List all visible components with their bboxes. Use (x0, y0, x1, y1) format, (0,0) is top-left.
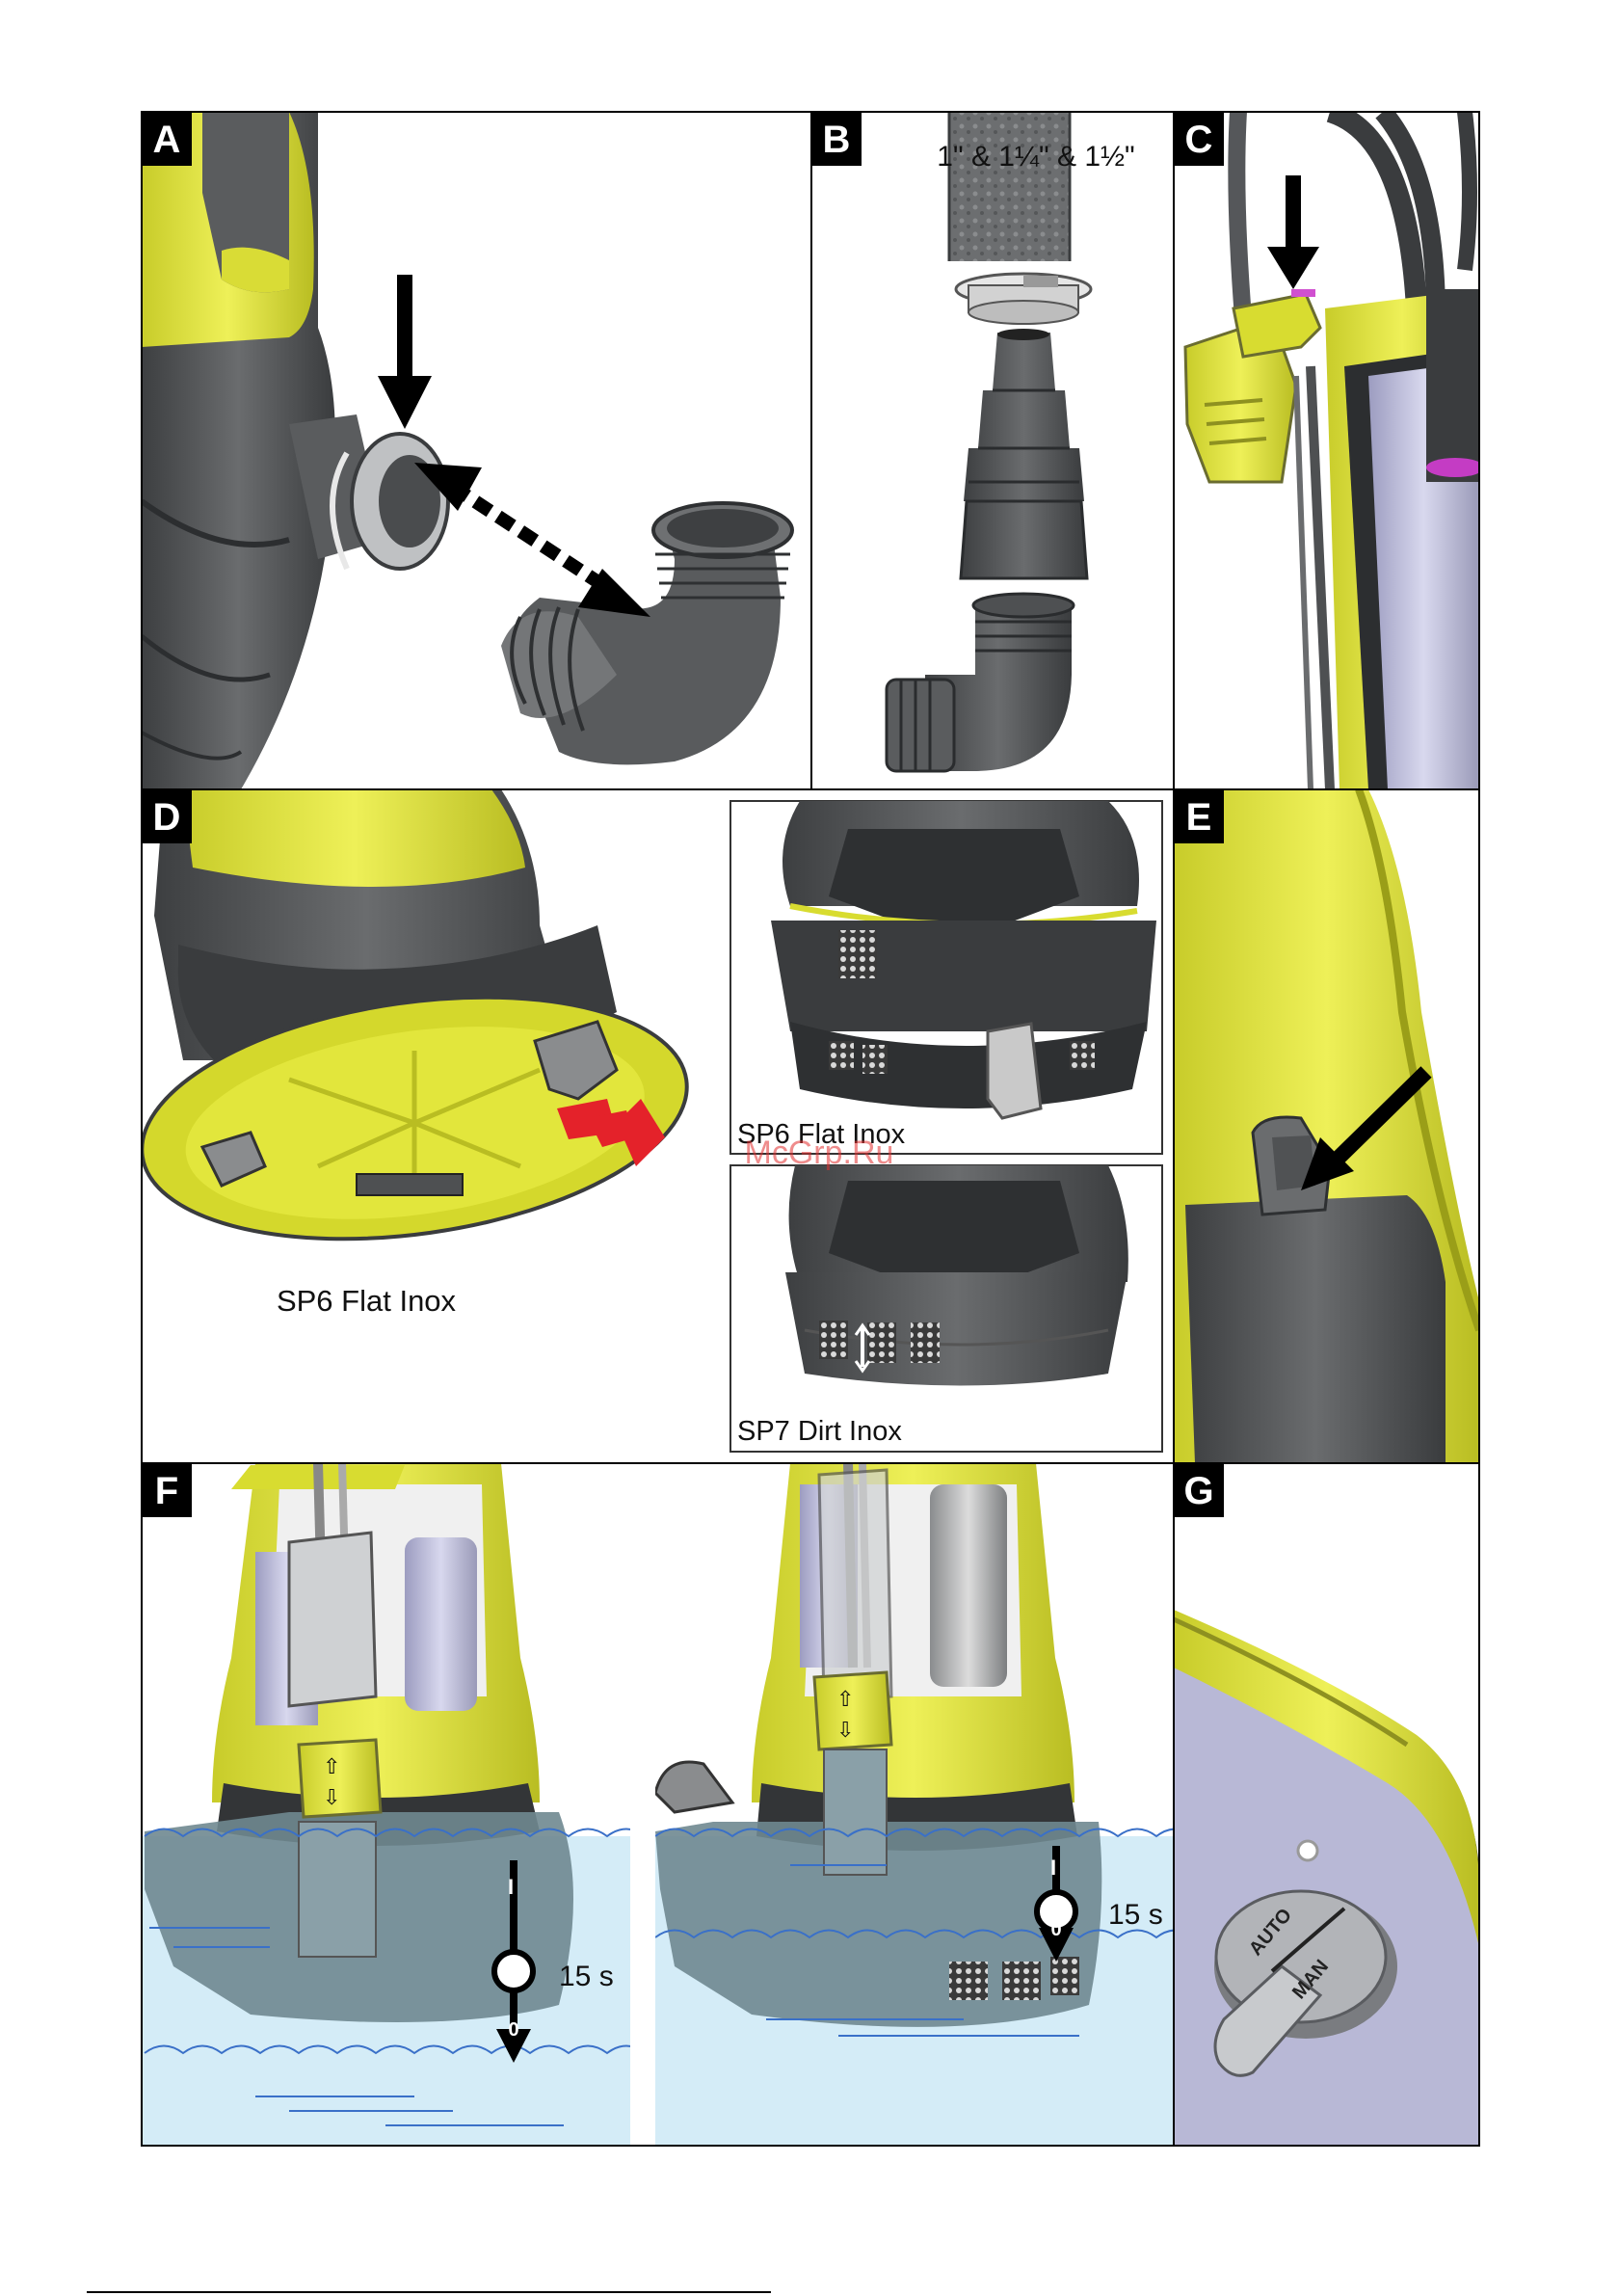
right-switch-off: 0 (1050, 1919, 1061, 1940)
left-float-arrows-icon: ⇧ (323, 1754, 340, 1778)
panel-a: A (142, 112, 811, 789)
panel-e: E (1174, 789, 1479, 1463)
panel-a-letter: A (153, 119, 181, 161)
panel-d-letter: D (153, 796, 181, 839)
panel-d-main-caption: SP6 Flat Inox (277, 1284, 457, 1318)
panel-d: SP6 Flat Inox SP6 Flat Inox (126, 789, 1174, 1463)
panel-b-letter: B (823, 119, 851, 161)
panel-g: AUTO MAN G (1174, 1463, 1479, 2146)
left-timer-label: 15 s (559, 1961, 614, 1992)
inset-sp7-illustration (785, 1165, 1128, 1386)
inset-sp6-illustration (771, 801, 1156, 1118)
right-timer-label: 15 s (1108, 1899, 1163, 1931)
left-float-arrows-icon-2: ⇩ (323, 1785, 340, 1809)
left-switch-on: I (508, 1875, 514, 1899)
inset-sp7-caption: SP7 Dirt Inox (737, 1416, 902, 1447)
panel-c: C (1174, 112, 1484, 789)
panel-e-letter: E (1186, 796, 1212, 839)
hose-size-label: 1" & 1¼" & 1½" (937, 141, 1134, 173)
watermark: McGrp.Ru (745, 1135, 894, 1171)
panel-g-letter: G (1183, 1470, 1213, 1512)
panel-f-letter: F (155, 1470, 178, 1512)
right-float-arrows-icon-2: ⇩ (836, 1718, 854, 1742)
panel-f: ⇧ ⇩ I 0 15 s (142, 1463, 1195, 2146)
left-switch-off: 0 (508, 2019, 518, 2041)
right-switch-on: I (1050, 1855, 1056, 1880)
right-float-arrows-icon: ⇧ (836, 1687, 854, 1711)
panel-b: B 1" & 1¼" & 1½" (811, 112, 1174, 789)
panel-c-letter: C (1185, 119, 1213, 161)
